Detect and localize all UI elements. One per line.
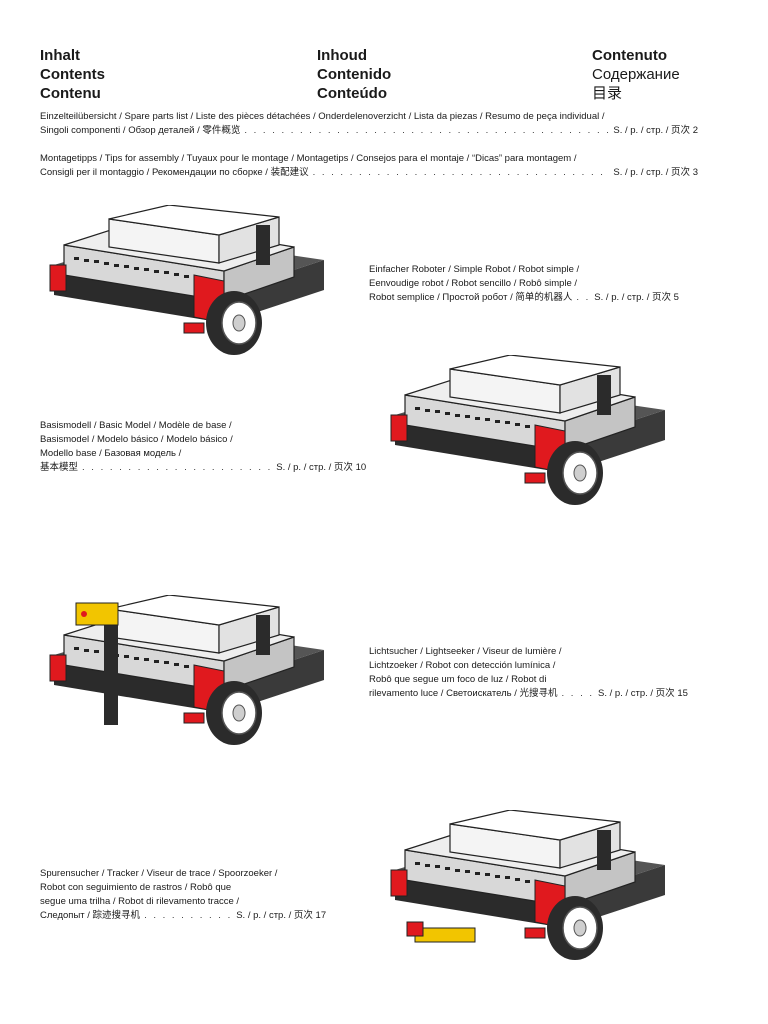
heading-soderzhanie: Содержание — [592, 66, 680, 83]
heading-contenido: Contenido — [317, 66, 392, 83]
caption-line: Robot semplice / Простой робот / 简单的机器人 — [369, 292, 573, 303]
caption-line: Basismodel / Modelo básico / Modelo bási… — [40, 434, 233, 445]
lightseeker-illustration — [49, 595, 325, 746]
page-label: S. / p. / стр. / 页次 — [598, 688, 675, 699]
caption-line: 基本模型 — [40, 462, 79, 473]
caption-tracker[interactable]: Spurensucher / Tracker / Viseur de trace… — [40, 867, 326, 923]
page-label: S. / p. / стр. / 页次 — [613, 125, 691, 136]
caption-line: Modello base / Базовая модель / — [40, 448, 182, 459]
heading-inhalt: Inhalt — [40, 47, 80, 64]
toc-line-2: Consigli per il montaggio / Рекомендации… — [40, 167, 309, 178]
track-sensor — [414, 927, 476, 943]
heading-column-3: Contenuto Содержание 目录 — [592, 46, 680, 103]
dot-leader: . . . . . . . . . . . . . . . . . . . . … — [82, 462, 273, 473]
caption-line: Einfacher Roboter / Simple Robot / Robot… — [369, 264, 580, 275]
page-label: S. / p. / стр. / 页次 — [236, 910, 313, 921]
heading-contenu: Contenu — [40, 85, 101, 102]
caption-simple-robot[interactable]: Einfacher Roboter / Simple Robot / Robot… — [369, 263, 679, 305]
tracker-illustration — [390, 810, 666, 961]
basic-model-illustration — [390, 355, 666, 506]
heading-column-1: Inhalt Contents Contenu — [40, 46, 105, 103]
heading-mulu: 目录 — [592, 85, 623, 102]
page-label: S. / p. / стр. / 页次 — [594, 292, 671, 303]
caption-line: Robot con seguimiento de rastros / Robô … — [40, 882, 232, 893]
caption-lightseeker[interactable]: Lichtsucher / Lightseeker / Viseur de lu… — [369, 645, 688, 701]
caption-line: Lichtzoeker / Robot con detección lumíni… — [369, 660, 556, 671]
dot-leader: . . . . . . . . . . — [144, 910, 233, 921]
dot-leader — [244, 124, 609, 138]
page-number: 2 — [692, 125, 698, 136]
heading-conteudo: Conteúdo — [317, 85, 387, 102]
caption-line: Lichtsucher / Lightseeker / Viseur de lu… — [369, 646, 562, 657]
caption-line: Eenvoudige robot / Robot sencillo / Robô… — [369, 278, 578, 289]
heading-inhoud: Inhoud — [317, 47, 367, 64]
dot-leader: . . — [576, 292, 591, 303]
caption-line: Spurensucher / Tracker / Viseur de trace… — [40, 868, 278, 879]
light-sensor-post — [104, 605, 118, 725]
toc-entry-spare-parts[interactable]: Einzelteilübersicht / Spare parts list /… — [40, 110, 698, 138]
page-label: S. / p. / стр. / 页次 — [276, 462, 353, 473]
page-number: 10 — [355, 462, 367, 473]
page-number: 5 — [673, 292, 679, 303]
simple-robot-illustration — [49, 205, 325, 356]
dot-leader: . . . . — [561, 688, 594, 699]
caption-line: Robô que segue um foco de luz / Robot di — [369, 674, 547, 685]
heading-contents: Contents — [40, 66, 105, 83]
light-sensor — [75, 602, 119, 626]
page-number: 3 — [692, 167, 698, 178]
heading-column-2: Inhoud Contenido Conteúdo — [317, 46, 391, 103]
heading-contenuto: Contenuto — [592, 47, 667, 64]
toc-entry-assembly-tips[interactable]: Montagetipps / Tips for assembly / Tuyau… — [40, 152, 698, 180]
page-label: S. / p. / стр. / 页次 — [613, 167, 691, 178]
caption-line: Следопыт / 踪迹搜寻机 — [40, 910, 141, 921]
toc-line-2: Singoli componenti / Обзор деталей / 零件概… — [40, 125, 241, 136]
caption-line: Basismodell / Basic Model / Modèle de ba… — [40, 420, 232, 431]
toc-line-1: Einzelteilübersicht / Spare parts list /… — [40, 111, 605, 122]
toc-line-1: Montagetipps / Tips for assembly / Tuyau… — [40, 153, 577, 164]
dot-leader — [313, 166, 610, 180]
caption-basic-model[interactable]: Basismodell / Basic Model / Modèle de ba… — [40, 419, 366, 475]
page-number: 15 — [677, 688, 688, 699]
caption-line: segue uma trilha / Robot di rilevamento … — [40, 896, 240, 907]
page-number: 17 — [315, 910, 327, 921]
caption-line: rilevamento luce / Светоискатель / 光搜寻机 — [369, 688, 558, 699]
